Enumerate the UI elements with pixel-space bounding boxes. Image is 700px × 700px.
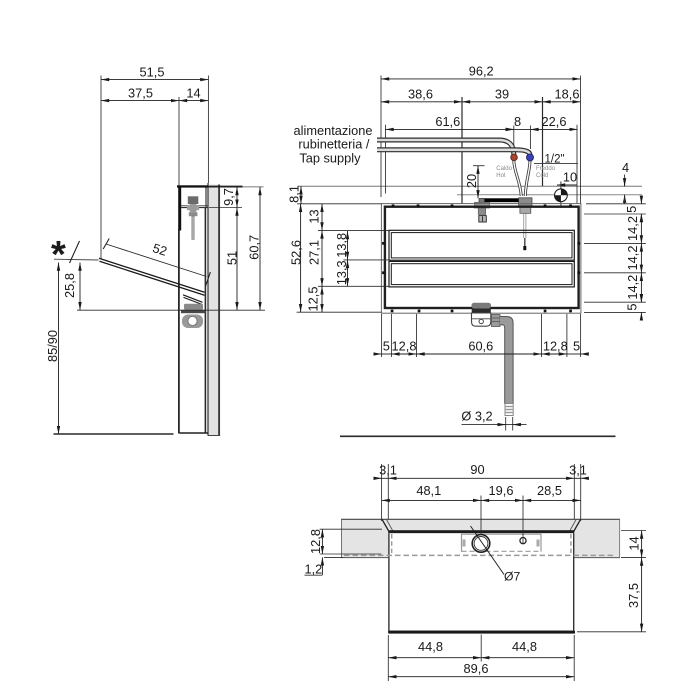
svg-text:Cold: Cold	[536, 173, 548, 179]
svg-text:85/90: 85/90	[45, 330, 60, 362]
svg-text:3,1: 3,1	[569, 463, 587, 478]
svg-text:52: 52	[151, 240, 169, 259]
svg-text:51: 51	[225, 251, 240, 265]
svg-text:8,1: 8,1	[286, 185, 301, 203]
svg-text:12,8: 12,8	[543, 338, 568, 353]
svg-text:28,5: 28,5	[537, 483, 562, 498]
svg-text:rubinetteria /: rubinetteria /	[298, 137, 370, 152]
svg-text:1/2": 1/2"	[545, 153, 565, 165]
svg-text:*: *	[51, 234, 66, 276]
svg-text:Caldo: Caldo	[496, 166, 512, 172]
svg-text:39: 39	[495, 86, 509, 101]
svg-text:38,6: 38,6	[408, 86, 433, 101]
svg-text:48,1: 48,1	[416, 483, 441, 498]
svg-text:27,1: 27,1	[307, 240, 322, 265]
svg-text:90: 90	[470, 462, 484, 477]
svg-text:5: 5	[624, 206, 639, 213]
svg-text:12,5: 12,5	[305, 287, 320, 312]
svg-text:37,5: 37,5	[626, 583, 641, 608]
svg-text:89,6: 89,6	[464, 661, 489, 676]
svg-text:52,6: 52,6	[288, 240, 303, 265]
svg-text:Hot: Hot	[496, 173, 506, 179]
svg-text:20: 20	[464, 174, 479, 188]
svg-text:14,2: 14,2	[625, 216, 640, 241]
svg-text:14: 14	[626, 536, 641, 550]
svg-text:51,5: 51,5	[140, 65, 165, 80]
svg-text:4: 4	[622, 160, 629, 175]
svg-text:22,6: 22,6	[542, 114, 567, 129]
svg-text:1,2: 1,2	[305, 562, 323, 577]
svg-text:13,8: 13,8	[334, 233, 349, 258]
svg-text:14: 14	[186, 86, 200, 101]
svg-text:18,6: 18,6	[555, 86, 580, 101]
svg-text:5: 5	[624, 303, 639, 310]
svg-text:Ø 3,2: Ø 3,2	[461, 409, 492, 424]
svg-text:44,8: 44,8	[512, 639, 537, 654]
svg-text:3,1: 3,1	[379, 463, 397, 478]
svg-text:Freddo: Freddo	[536, 166, 556, 172]
svg-text:5: 5	[573, 338, 580, 353]
svg-text:96,2: 96,2	[469, 63, 494, 78]
svg-text:alimentazione: alimentazione	[294, 123, 373, 138]
svg-text:10: 10	[563, 169, 577, 184]
svg-text:12,8: 12,8	[308, 529, 323, 554]
svg-text:Ø7: Ø7	[504, 570, 520, 584]
svg-text:37,5: 37,5	[128, 86, 153, 101]
svg-text:25,8: 25,8	[62, 273, 77, 298]
svg-text:9,7: 9,7	[221, 188, 236, 206]
svg-text:13: 13	[307, 209, 322, 223]
svg-text:44,8: 44,8	[418, 639, 443, 654]
svg-text:Tap supply: Tap supply	[299, 151, 361, 166]
svg-text:13,3: 13,3	[334, 260, 349, 285]
svg-text:14,2: 14,2	[625, 275, 640, 300]
svg-text:19,6: 19,6	[489, 483, 514, 498]
svg-text:12,8: 12,8	[392, 338, 417, 353]
svg-text:8: 8	[514, 114, 521, 129]
svg-text:61,6: 61,6	[435, 114, 460, 129]
svg-text:14,2: 14,2	[625, 246, 640, 271]
svg-text:60,6: 60,6	[468, 338, 493, 353]
svg-text:5: 5	[383, 338, 390, 353]
svg-text:60,7: 60,7	[246, 235, 261, 260]
